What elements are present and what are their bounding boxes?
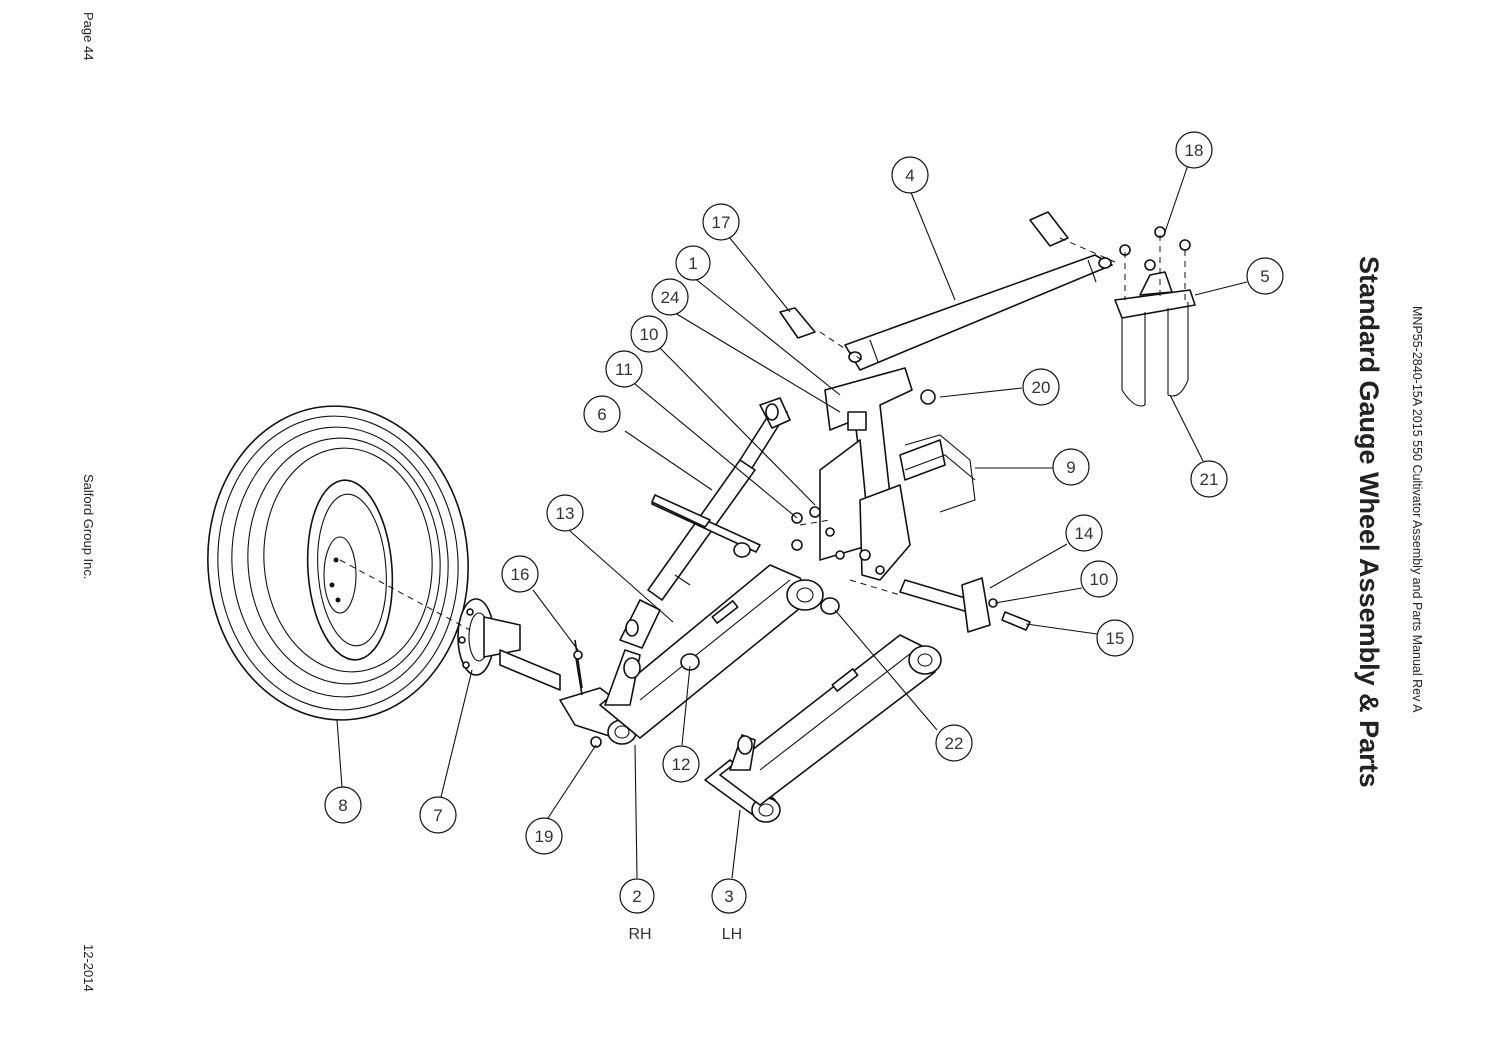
callout-19: 19: [525, 817, 563, 855]
callout-16: 16: [501, 555, 539, 593]
clamp-drawing: [1114, 226, 1196, 407]
svg-text:24: 24: [661, 288, 680, 307]
tire-drawing: [207, 405, 469, 721]
bolts-drawing: [573, 211, 1069, 748]
svg-text:9: 9: [1066, 458, 1075, 477]
svg-text:3: 3: [724, 887, 733, 906]
svg-text:14: 14: [1075, 524, 1094, 543]
rh-label: RH: [628, 926, 651, 943]
callout-21: 21: [1190, 460, 1228, 498]
lh-label: LH: [722, 926, 742, 943]
callout-2: 2RH: [619, 878, 655, 943]
callout-4: 4: [891, 156, 929, 194]
svg-text:20: 20: [1032, 378, 1051, 397]
callout-3: 3LH: [711, 878, 747, 943]
callout-20: 20: [1022, 368, 1060, 406]
mount-bracket-drawing: [819, 367, 913, 581]
callout-24: 24: [651, 278, 689, 316]
callout-10-upper: 10: [630, 315, 668, 353]
callout-12: 12: [662, 745, 700, 783]
svg-text:6: 6: [597, 405, 606, 424]
svg-text:18: 18: [1185, 141, 1204, 160]
svg-text:21: 21: [1200, 470, 1219, 489]
main-tube-drawing: [844, 254, 1113, 371]
callout-10-lower: 10: [1080, 560, 1118, 598]
svg-text:19: 19: [535, 827, 554, 846]
callout-11: 11: [605, 350, 643, 388]
svg-text:15: 15: [1106, 629, 1125, 648]
lh-arm-drawing: [704, 634, 942, 823]
u-bolts-9: [899, 434, 976, 513]
callout-22: 22: [935, 724, 973, 762]
svg-text:7: 7: [433, 806, 442, 825]
callout-7: 7: [419, 796, 457, 834]
svg-text:2: 2: [632, 887, 641, 906]
svg-text:4: 4: [905, 166, 914, 185]
callout-13: 13: [546, 494, 584, 532]
svg-text:22: 22: [945, 734, 964, 753]
assembly-centerlines: [339, 235, 1186, 631]
callout-17: 17: [702, 203, 740, 241]
callout-18: 18: [1175, 131, 1213, 169]
hub-drawing: [457, 598, 561, 691]
svg-text:8: 8: [338, 796, 347, 815]
leader-lines: [336, 164, 1248, 879]
svg-text:13: 13: [556, 504, 575, 523]
callout-14: 14: [1065, 514, 1103, 552]
callout-15: 15: [1096, 619, 1134, 657]
svg-text:11: 11: [615, 360, 633, 379]
bushing-22: [820, 597, 840, 615]
svg-text:12: 12: [672, 755, 691, 774]
svg-text:16: 16: [511, 565, 530, 584]
svg-text:10: 10: [640, 325, 659, 344]
callout-9: 9: [1052, 448, 1090, 486]
svg-text:1: 1: [688, 254, 697, 273]
callout-6: 6: [583, 395, 621, 433]
svg-text:5: 5: [1260, 267, 1269, 286]
callout-1: 1: [675, 245, 711, 281]
rh-arm-drawing: [559, 564, 824, 745]
callout-8: 8: [324, 786, 362, 824]
svg-text:10: 10: [1090, 570, 1109, 589]
callout-5: 5: [1246, 257, 1284, 295]
svg-text:17: 17: [712, 213, 731, 232]
